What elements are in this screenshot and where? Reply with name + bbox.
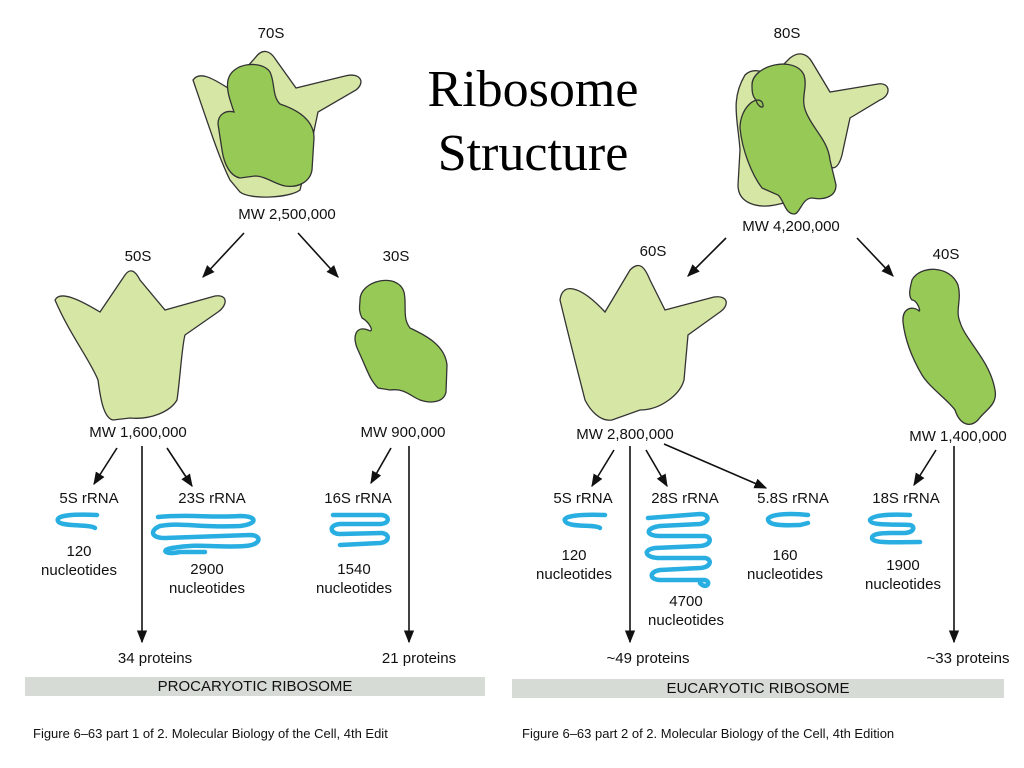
proteins-40s: ~33 proteins [926, 650, 1010, 667]
rrna-16s [329, 512, 390, 548]
label-80s: 80S [773, 25, 801, 42]
rrna-squiggles [55, 511, 923, 589]
subunit-30s-shape [354, 279, 448, 403]
small-subunit-shape [739, 63, 837, 215]
mw-30s: MW 900,000 [360, 424, 446, 441]
rrna-name-28s: 28S rRNA [651, 490, 719, 507]
rrna-18s [867, 512, 923, 545]
rrna-5s-euk [562, 512, 608, 531]
label-50s: 50S [124, 248, 152, 265]
mw-70s: MW 2,500,000 [238, 206, 336, 223]
mw-50s: MW 1,600,000 [89, 424, 187, 441]
rrna-name-5-8s: 5.8S rRNA [757, 490, 829, 507]
subunit-40s-shape [902, 268, 997, 425]
label-60s: 60S [639, 243, 667, 260]
arrows [93, 232, 960, 644]
subunit-60s-shape [559, 264, 727, 421]
rrna-name-23s: 23S rRNA [178, 490, 246, 507]
rrna-5-8s [765, 511, 811, 528]
small-subunit-shape [217, 63, 315, 188]
proteins-50s: 34 proteins [117, 650, 193, 667]
procaryotic-banner: PROCARYOTIC RIBOSOME [25, 677, 485, 696]
label-40s: 40S [932, 246, 960, 263]
eucaryotic-banner: EUCARYOTIC RIBOSOME [512, 679, 1004, 698]
rrna-name-5s-pro: 5S rRNA [59, 490, 119, 507]
caption-part-1: Figure 6–63 part 1 of 2. Molecular Biolo… [33, 726, 388, 741]
label-30s: 30S [382, 248, 410, 265]
proteins-30s: 21 proteins [381, 650, 457, 667]
slide-title: Ribosome Structure [428, 58, 639, 186]
rrna-name-18s: 18S rRNA [872, 490, 940, 507]
rrna-5s-pro [55, 512, 100, 531]
mw-80s: MW 4,200,000 [742, 218, 840, 235]
mw-40s: MW 1,400,000 [909, 428, 1007, 445]
rrna-23s [150, 513, 261, 556]
title-line-2: Structure [437, 125, 629, 182]
rrna-name-16s: 16S rRNA [324, 490, 392, 507]
label-70s: 70S [257, 25, 285, 42]
title-line-1: Ribosome [427, 61, 639, 118]
proteins-60s: ~49 proteins [606, 650, 690, 667]
ribosome-80s-shape [735, 53, 889, 215]
caption-part-2: Figure 6–63 part 2 of 2. Molecular Biolo… [522, 726, 895, 741]
ribosome-70s-shape [192, 50, 362, 198]
mw-60s: MW 2,800,000 [576, 426, 674, 443]
rrna-name-5s-euk: 5S rRNA [553, 490, 613, 507]
rrna-28s [644, 511, 712, 589]
subunit-50s-shape [54, 270, 226, 421]
